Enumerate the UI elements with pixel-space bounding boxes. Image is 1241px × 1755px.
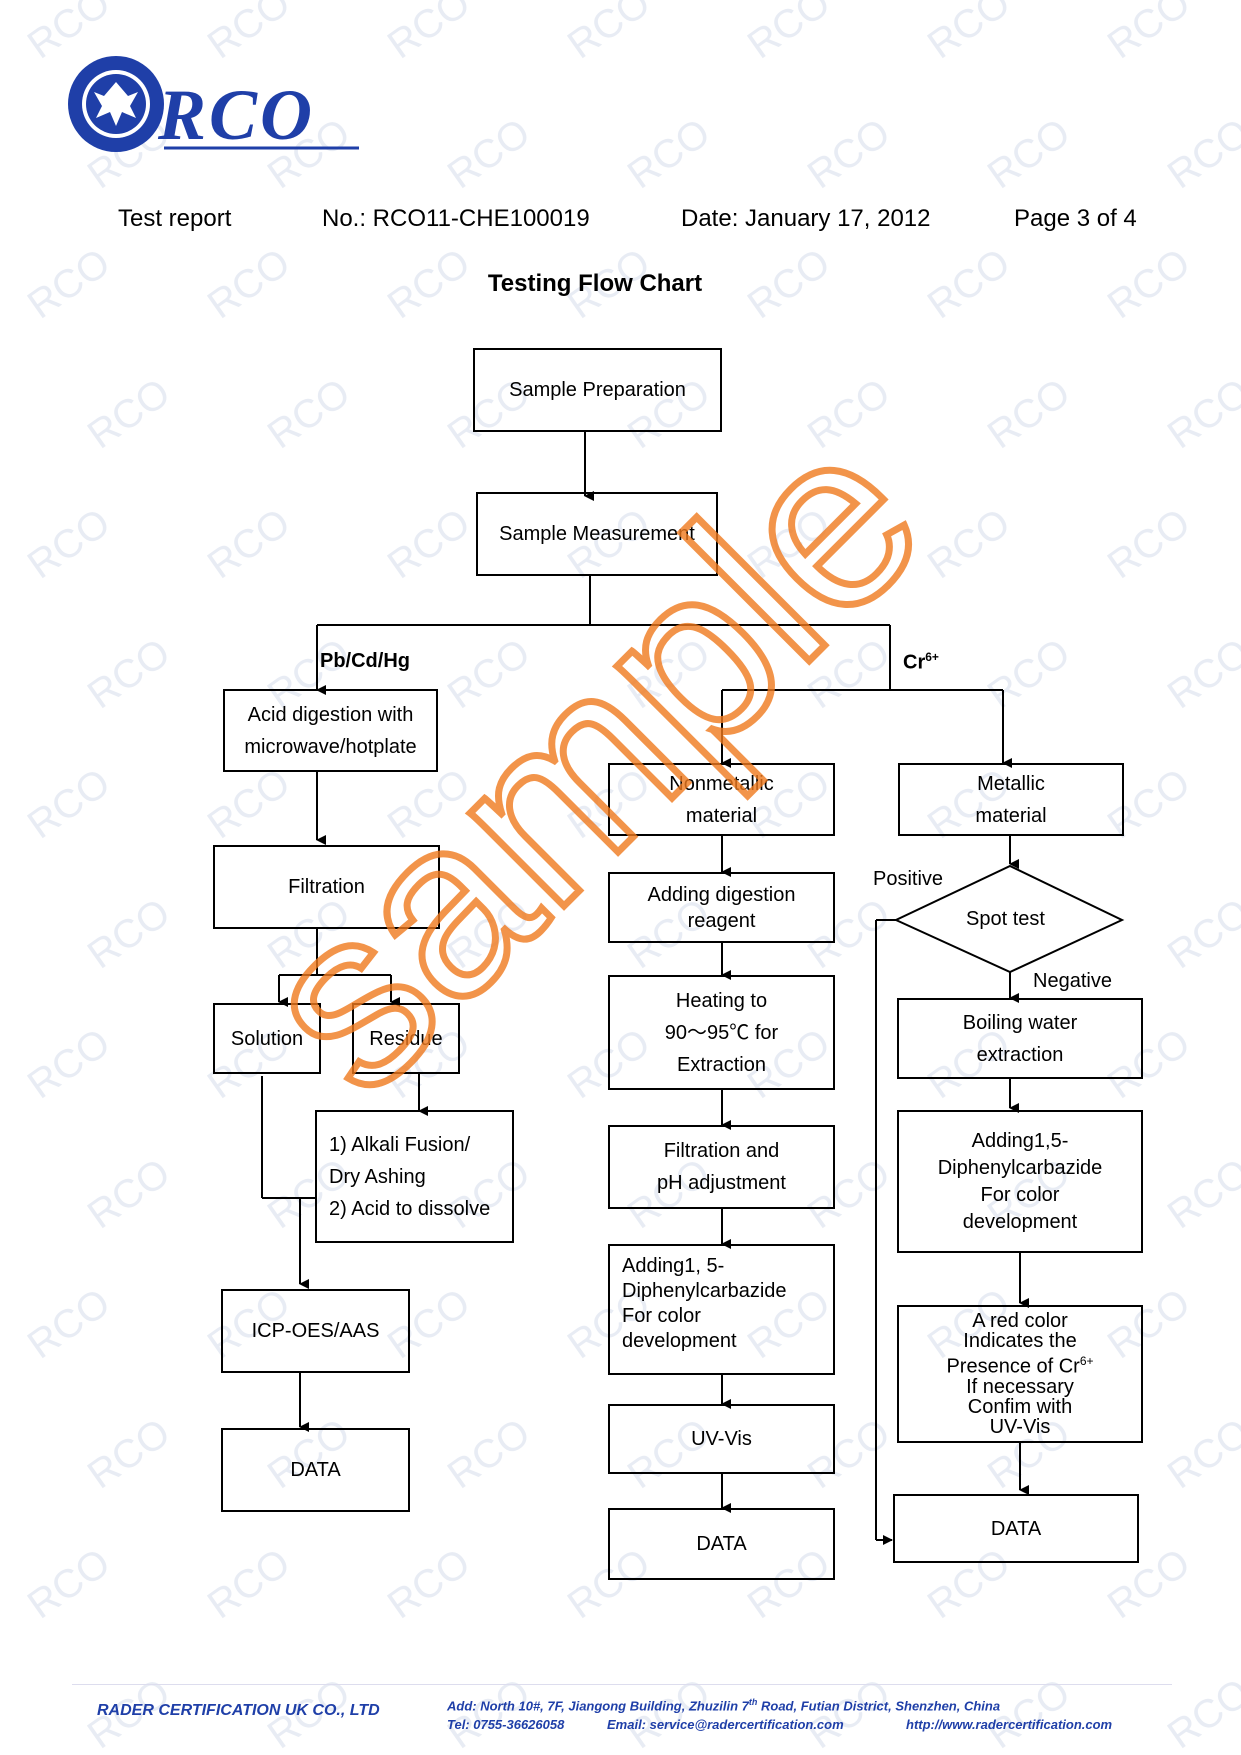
boiling-water-box: Boiling water extraction	[897, 998, 1143, 1079]
footer-website[interactable]: http://www.radercertification.com	[906, 1717, 1113, 1732]
filtration-ph-box: Filtration and pH adjustment	[608, 1125, 835, 1209]
alkali-fusion-box: 1) Alkali Fusion/ Dry Ashing 2) Acid to …	[315, 1110, 514, 1243]
positive-label: Positive	[873, 868, 944, 890]
footer-divider	[72, 1684, 1172, 1685]
residue-box: Residue	[352, 1003, 460, 1074]
solution-box: Solution	[213, 1003, 321, 1074]
logo-text: RCO	[158, 75, 316, 155]
report-number: No.: RCO11-CHE100019	[322, 205, 590, 232]
red-color-box: A red color Indicates the Presence of Cr…	[897, 1305, 1143, 1443]
footer-company: RADER CERTIFICATION UK CO., LTD	[97, 1702, 380, 1719]
nonmetallic-box: Nonmetallic material	[608, 763, 835, 836]
report-date: Date: January 17, 2012	[681, 205, 931, 232]
sample-preparation-box: Sample Preparation	[473, 348, 722, 432]
icp-box: ICP-OES/AAS	[221, 1289, 410, 1373]
red-color-line: Indicates the	[963, 1330, 1077, 1353]
adding-reagent-box: Adding digestion reagent	[608, 872, 835, 943]
page-title: Testing Flow Chart	[487, 270, 703, 297]
red-color-line: Confim with	[967, 1395, 1073, 1418]
negative-label: Negative	[1033, 970, 1112, 992]
spot-test-label: Spot test	[966, 908, 1045, 930]
red-color-line: If necessary	[966, 1375, 1074, 1398]
data-mid-box: DATA	[608, 1508, 835, 1580]
heating-box: Heating to 90～95℃ for Extraction	[608, 975, 835, 1090]
red-color-line: Presence of Cr6+	[946, 1354, 1094, 1378]
data-right-box: DATA	[893, 1494, 1139, 1563]
data-left-box: DATA	[221, 1428, 410, 1512]
adding-dpc-mid-box: Adding1, 5- Diphenylcarbazide For color …	[608, 1244, 835, 1375]
rco-logo	[68, 56, 359, 152]
red-color-line: A red color	[972, 1310, 1068, 1333]
page-number: Page 3 of 4	[1014, 205, 1137, 232]
branch-label-pb-cd-hg: Pb/Cd/Hg	[320, 650, 410, 672]
filtration-left-box: Filtration	[213, 845, 440, 929]
footer-email[interactable]: Email: service@radercertification.com	[607, 1717, 844, 1732]
report-label: Test report	[118, 205, 232, 232]
footer-address: Add: North 10#, 7F, Jiangong Building, Z…	[447, 1697, 1001, 1714]
adding-dpc-right-box: Adding1,5- Diphenylcarbazide For color d…	[897, 1110, 1143, 1253]
footer-tel: Tel: 0755-36626058	[447, 1717, 565, 1732]
acid-digestion-box: Acid digestion with microwave/hotplate	[223, 689, 438, 772]
uvvis-box: UV-Vis	[608, 1404, 835, 1474]
metallic-box: Metallic material	[898, 763, 1124, 836]
red-color-line: UV-Vis	[989, 1415, 1051, 1438]
sample-measurement-box: Sample Measurement	[476, 492, 718, 576]
branch-label-cr6: Cr6+	[903, 650, 939, 674]
